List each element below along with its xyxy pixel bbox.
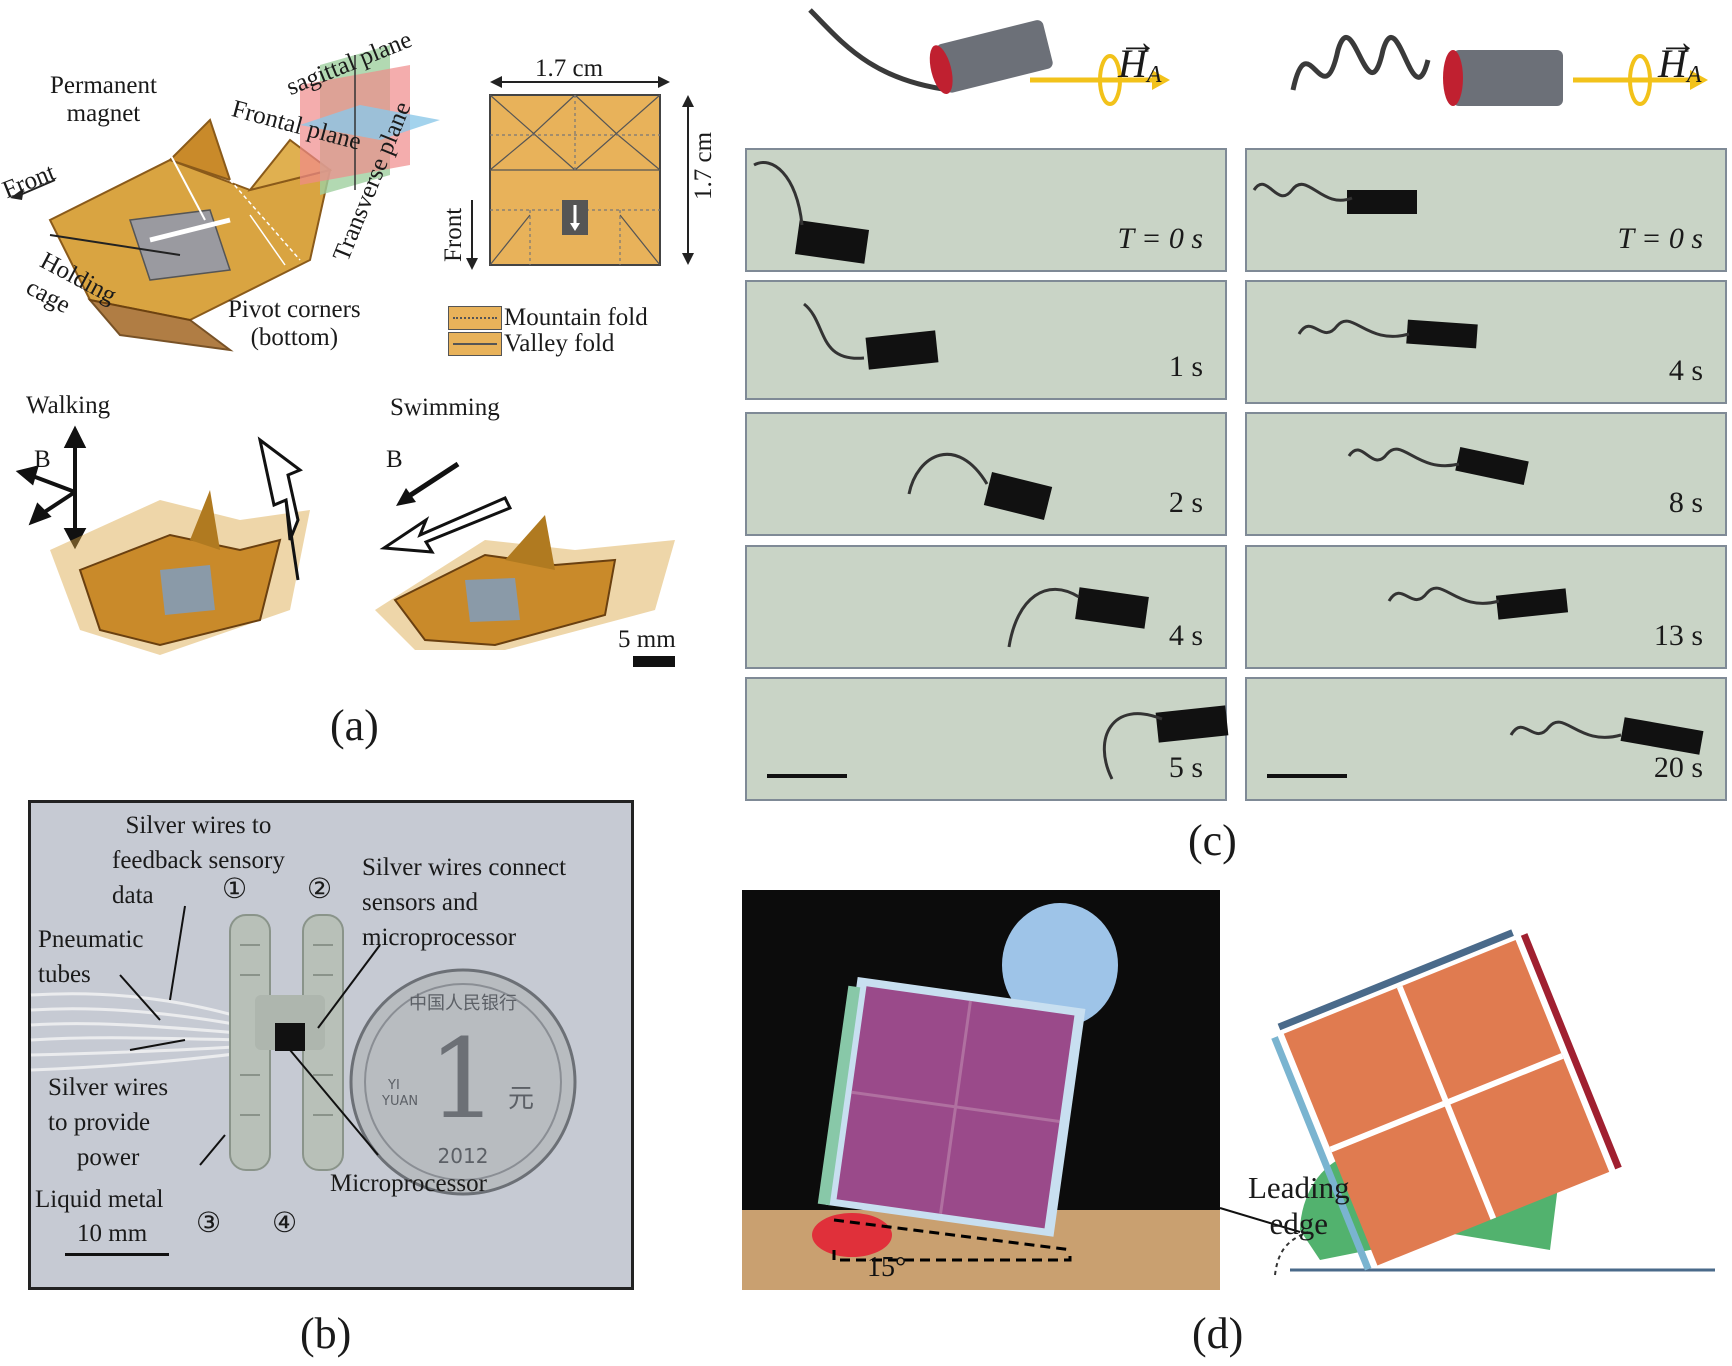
frame-right-1: T = 0 s — [1245, 148, 1727, 272]
panel-a-tag: (a) — [330, 701, 379, 750]
time-label-right-5: 20 s — [1653, 751, 1703, 784]
robot-tail — [1509, 720, 1622, 739]
panel-d-photo: 15° — [742, 890, 1220, 1290]
robot-tail — [1347, 447, 1460, 468]
coin-yi: YI — [387, 1078, 400, 1093]
swimming-motion-arrow — [379, 496, 513, 554]
valley-fold-swatch — [448, 332, 502, 356]
frame-right-4: 13 s — [1245, 545, 1727, 669]
cube-robot-photo-illustration — [812, 903, 1118, 1262]
anatomical-planes-icon — [300, 45, 440, 195]
field-label-right: → HA — [1658, 19, 1702, 88]
swimming-field-arrow — [396, 461, 460, 506]
label-leading-edge: Leading edge — [1248, 1170, 1350, 1241]
robot-body — [1620, 717, 1704, 755]
label-scale-5mm: 5 mm — [618, 626, 676, 653]
field-label-left: → HA — [1118, 19, 1162, 88]
origami-robot-illustration — [48, 118, 333, 352]
coin-yuan-cn: 元 — [508, 1084, 534, 1114]
soft-gripper-illustration — [229, 914, 344, 1171]
robot-tail — [803, 302, 865, 360]
label-scale-10mm: 10 mm — [77, 1220, 148, 1247]
frame-right-3: 8 s — [1245, 412, 1727, 536]
walking-robot-illustration — [50, 490, 310, 655]
coin-illustration: 1 中国人民银行 YI YUAN 元 2012 — [349, 968, 577, 1196]
time-label-left-5: 5 s — [1168, 751, 1203, 784]
panel-b-leader-lines — [119, 905, 381, 1166]
time-label-right-1: T = 0 s — [1617, 222, 1703, 255]
label-silver-feedback: Silver wires to feedback sensory data — [112, 812, 285, 909]
time-label-right-4: 13 s — [1653, 619, 1703, 652]
label-microprocessor: Microprocessor — [330, 1170, 487, 1197]
robot-tail — [1102, 712, 1163, 780]
label-walking: Walking — [26, 392, 111, 419]
time-label-left-4: 4 s — [1168, 619, 1203, 652]
height-arrow — [682, 95, 694, 265]
cube-robot-schematic — [1219, 929, 1715, 1276]
label-circle-4: ④ — [272, 1208, 298, 1239]
frame-left-4: 4 s — [745, 545, 1227, 669]
label-pneumatic-tubes: Pneumatic tubes — [38, 926, 144, 988]
label-silver-power: Silver wires to provide power — [48, 1074, 169, 1171]
time-label-left-3: 2 s — [1168, 486, 1203, 519]
frame-left-3: 2 s — [745, 412, 1227, 536]
label-permanent-magnet: Permanent magnet — [50, 72, 157, 127]
flagellum-robot-illustration — [808, 8, 1170, 106]
walking-field-arrows — [15, 425, 87, 550]
label-liquid-metal: Liquid metal — [35, 1186, 164, 1213]
label-circle-3: ③ — [196, 1208, 222, 1239]
panel-c-tag: (c) — [1188, 816, 1237, 865]
scale-bar-10mm — [65, 1253, 169, 1256]
time-label-left-2: 1 s — [1168, 350, 1203, 383]
panel-a-leader-lines — [10, 134, 301, 266]
label-width: 1.7 cm — [535, 55, 604, 82]
label-circle-2: ② — [307, 874, 333, 905]
robot-tail — [907, 452, 989, 495]
width-arrow — [490, 76, 670, 88]
walking-motion-arrow — [257, 436, 303, 581]
swimming-robot-illustration — [375, 515, 675, 650]
scale-bar-right — [1267, 774, 1347, 778]
label-swimming: Swimming — [390, 394, 500, 421]
fold-pattern-diagram — [489, 94, 661, 266]
frame-left-2: 1 s — [745, 280, 1227, 400]
robot-tail — [1387, 586, 1500, 605]
frame-right-5: 20 s — [1245, 677, 1727, 801]
label-silver-connect: Silver wires connect sensors and micropr… — [362, 854, 567, 951]
robot-tail — [1297, 319, 1410, 338]
label-circle-1: ① — [222, 874, 248, 905]
panel-b-tag: (b) — [300, 1309, 352, 1358]
helix-robot-illustration — [1290, 34, 1708, 106]
scale-bar-5mm — [633, 656, 675, 667]
time-label-right-3: 8 s — [1668, 486, 1703, 519]
frame-left-1: T = 0 s — [745, 148, 1227, 272]
mountain-fold-swatch — [448, 306, 502, 330]
robot-body — [1347, 190, 1417, 214]
label-b-swimming: B — [386, 446, 403, 473]
label-height: 1.7 cm — [690, 131, 717, 200]
label-pivot-corners: Pivot corners (bottom) — [228, 296, 361, 351]
label-valley-fold: Valley fold — [504, 330, 615, 357]
panel-d-tag: (d) — [1192, 1309, 1244, 1358]
time-label-right-2: 4 s — [1668, 354, 1703, 387]
time-label-left-1: T = 0 s — [1117, 222, 1203, 255]
label-angle: 15° — [867, 1252, 907, 1283]
coin-top-text: 中国人民银行 — [409, 993, 517, 1014]
coin-numeral: 1 — [428, 1015, 498, 1143]
robot-tail — [1252, 182, 1353, 202]
robot-tail — [1007, 587, 1080, 648]
label-mountain-fold: Mountain fold — [504, 304, 648, 331]
front-arrow — [466, 200, 478, 270]
coin-yuan: YUAN — [381, 1094, 418, 1109]
robot-tail — [753, 161, 804, 226]
scale-bar-left — [767, 774, 847, 778]
frame-right-2: 4 s — [1245, 280, 1727, 404]
coin-year: 2012 — [438, 1144, 489, 1168]
frame-left-5: 5 s — [745, 677, 1229, 801]
